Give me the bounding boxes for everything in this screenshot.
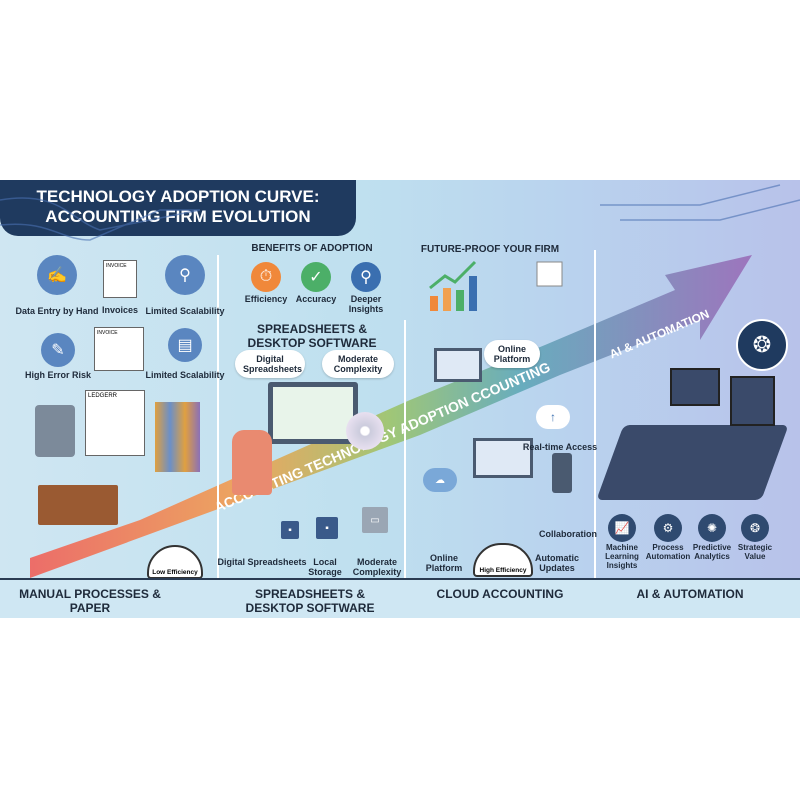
item-label: High Error Risk <box>24 370 92 380</box>
item-label: Digital Spreadsheets <box>217 557 307 567</box>
cloud-upload-icon: ↑ <box>536 405 570 429</box>
circuit-lines <box>0 184 800 241</box>
pen-icon: ✎ <box>41 333 75 367</box>
benefit-label: Efficiency <box>244 294 288 304</box>
item-label: Limited Scalability <box>145 370 225 380</box>
monitor-spreadsheet-icon <box>268 382 358 444</box>
infographic: ACCOUNTING TECHNOLOGY ADOPTION CCOUNTING… <box>0 180 800 618</box>
stage-spreadsheets: SPREADSHEETS & DESKTOP SOFTWARE <box>245 587 375 615</box>
benefit-label: Deeper Insights <box>348 294 384 315</box>
ledger-icon: LEDGERR <box>85 390 145 456</box>
stage-manual: MANUAL PROCESSES & PAPER <box>19 587 161 615</box>
brain-icon: ❂ <box>736 319 788 371</box>
stamp-icon: ⚲ <box>165 255 205 295</box>
item-label: Real-time Access <box>522 442 598 452</box>
curve-graphic <box>0 184 800 578</box>
item-label: Process Automation <box>645 543 691 561</box>
head-gear-icon: ⚙ <box>654 514 682 542</box>
brain-icon: ❂ <box>741 514 769 542</box>
growth-chart-icon <box>429 260 563 311</box>
item-label: Strategic Value <box>737 543 773 561</box>
stage-ai: AI & AUTOMATION <box>636 587 744 601</box>
spreadsheets-heading: SPREADSHEETS & DESKTOP SOFTWARE <box>247 322 377 350</box>
item-label: Invoices <box>101 305 139 315</box>
hand-pen-icon: ✍ <box>37 255 77 295</box>
document-stamp-icon: ▤ <box>168 328 202 362</box>
item-label: Limited Scalability <box>145 306 225 316</box>
desk-icon <box>38 485 118 525</box>
item-label: Online Platform <box>425 553 463 574</box>
item-label: Predictive Analytics <box>692 543 732 561</box>
floppy-disk-icon: ▪ <box>281 521 299 539</box>
stopwatch-icon: ⏱ <box>251 262 281 292</box>
ai-platform-illustration <box>596 425 789 500</box>
invoice-icon: INVOICE <box>103 260 137 298</box>
bubble: Moderate Complexity <box>322 350 394 378</box>
item-label: Automatic Updates <box>534 553 579 574</box>
item-label: Local Storage <box>308 557 342 578</box>
laptop-icon <box>434 348 482 382</box>
future-heading: FUTURE-PROOF YOUR FIRM <box>420 244 560 255</box>
bubble: Online Platform <box>484 340 540 368</box>
adoption-arrow <box>30 255 752 578</box>
cd-icon <box>346 412 384 450</box>
item-label: Collaboration <box>539 529 597 539</box>
stage-cloud: CLOUD ACCOUNTING <box>436 587 564 601</box>
cloud-network-icon: ☁ <box>423 468 457 492</box>
item-label: Machine Learning Insights <box>605 543 639 570</box>
phone-icon <box>552 453 572 493</box>
magnifier-icon: ⚲ <box>351 262 381 292</box>
person-at-computer <box>232 430 272 495</box>
floppy-disk-icon: ▪ <box>316 517 338 539</box>
benefit-label: Accuracy <box>295 294 337 304</box>
high-efficiency-gauge: High Efficiency <box>473 543 533 577</box>
network-icon: ✺ <box>698 514 726 542</box>
laptop-cloud-icon <box>473 438 533 478</box>
dashboard-icon <box>670 368 720 406</box>
ml-chart-icon: 📈 <box>608 514 636 542</box>
calculator-icon <box>35 405 75 457</box>
binders-icon <box>155 402 200 472</box>
person-walking <box>577 210 607 300</box>
monitor-chart-icon <box>730 376 775 426</box>
stage-labels: MANUAL PROCESSES & PAPER SPREADSHEETS & … <box>0 578 800 618</box>
checkmark-icon: ✓ <box>301 262 331 292</box>
invoices-stack-icon: INVOICE <box>94 327 144 371</box>
desktop-computer-icon: ▭ <box>362 507 388 533</box>
bubble: Digital Spreadsheets <box>235 350 305 378</box>
item-label: Data Entry by Hand <box>15 306 99 316</box>
item-label: Moderate Complexity <box>352 557 402 578</box>
benefits-heading: BENEFITS OF ADOPTION <box>251 243 373 254</box>
page-title: TECHNOLOGY ADOPTION CURVE:ACCOUNTING FIR… <box>0 180 356 236</box>
